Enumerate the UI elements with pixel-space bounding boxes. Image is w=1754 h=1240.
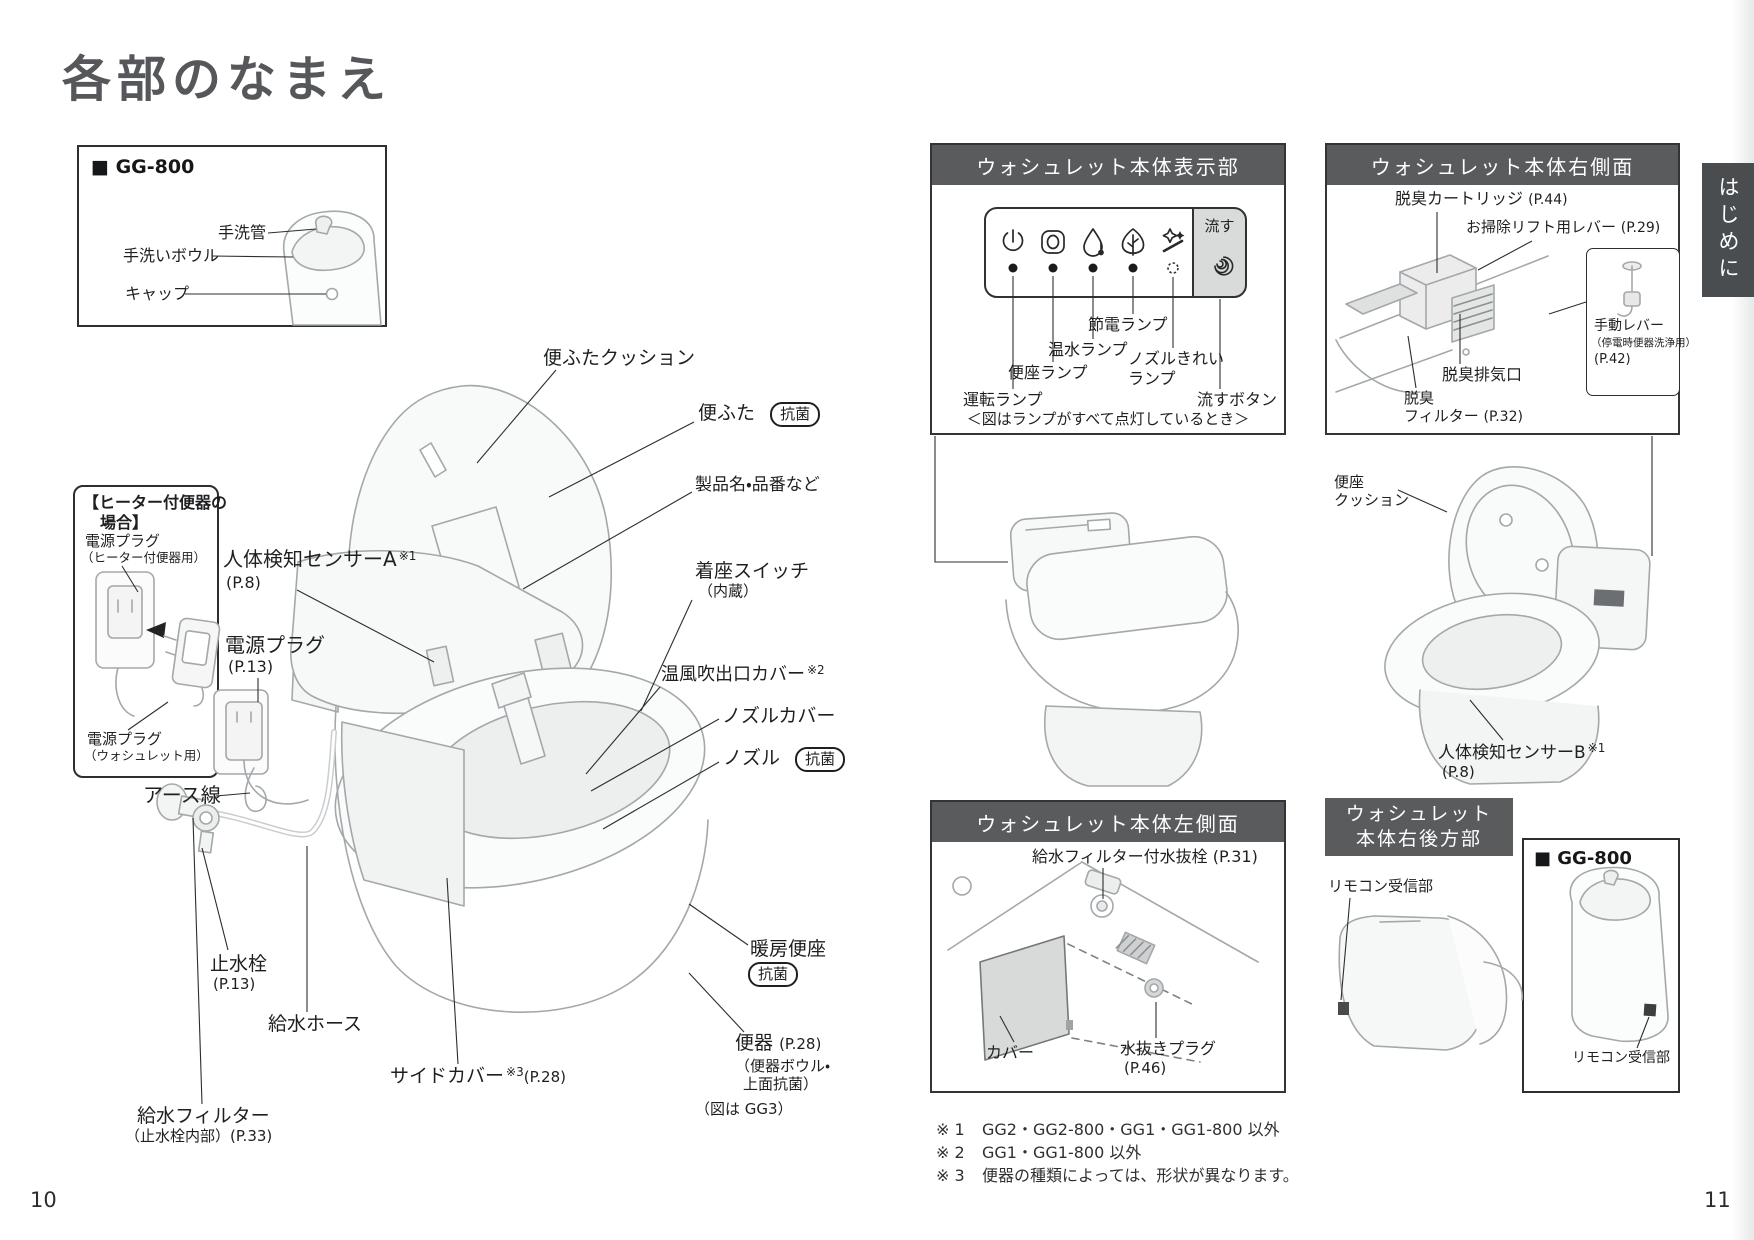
label-seat-switch-sub: （内蔵） — [698, 582, 759, 600]
label-deodorizing-cartridge: 脱臭カートリッジ (P.44) — [1395, 189, 1568, 208]
label-warm-air-cover: 温風吹出口カバー※2 — [661, 663, 825, 685]
label-drain-valve: 給水フィルター付水抜栓 (P.31) — [1032, 847, 1258, 866]
label-deodorizing-exhaust: 脱臭排気口 — [1442, 365, 1523, 384]
washlet-front-illustration — [1005, 512, 1239, 787]
label-warm-water-lamp: 温水ランプ — [1048, 340, 1128, 359]
label-deodorizing-filter-1: 脱臭 — [1404, 389, 1435, 407]
label-earth-wire: アース線 — [143, 783, 221, 807]
label-washlet-plug: 電源プラグ — [87, 730, 163, 748]
rear-section-title: ウォシュレット 本体右後方部 — [1325, 798, 1513, 856]
label-drain-plug-page: (P.46) — [1124, 1059, 1167, 1077]
left-side-title: ウォシュレット本体左側面 — [932, 802, 1284, 842]
label-supply-hose: 給水ホース — [268, 1013, 363, 1035]
gg800-left-heading: ■ GG-800 — [91, 156, 195, 178]
label-remote-receiver-rear: リモコン受信部 — [1328, 877, 1434, 895]
label-power-plug-page: (P.13) — [228, 657, 274, 676]
footnotes: ※ 1 GG2・GG2-800・GG1・GG1-800 以外 ※ 2 GG1・G… — [936, 1118, 1299, 1187]
label-nozzle-clean-lamp-2: ランプ — [1128, 369, 1176, 388]
gg800-right-heading: ■ GG-800 — [1534, 848, 1632, 869]
label-flush-button: 流すボタン — [1197, 390, 1278, 409]
label-shutoff-valve-page: (P.13) — [213, 975, 256, 993]
label-product-name: 製品名・品番など — [695, 475, 820, 495]
page-number-right: 11 — [1704, 1188, 1731, 1212]
label-seat-lamp: 便座ランプ — [1008, 363, 1088, 382]
label-hand-wash-bowl: 手洗いボウル — [123, 246, 220, 265]
label-eco-lamp: 節電ランプ — [1088, 315, 1168, 334]
label-cap: キャップ — [125, 284, 190, 303]
label-drain-plug: 水抜きプラグ — [1120, 1039, 1217, 1058]
display-panel-title: ウォシュレット本体表示部 — [932, 145, 1284, 185]
label-heated-seat-badge: 抗菌 — [748, 962, 799, 987]
antibacterial-badge: 抗菌 — [748, 962, 799, 987]
label-cover: カバー — [986, 1043, 1035, 1062]
label-body-sensor-b: 人体検知センサーB※1 — [1438, 741, 1606, 763]
label-shutoff-valve: 止水栓 — [210, 953, 268, 975]
label-seat-cushion-1: 便座 — [1334, 473, 1365, 491]
footnote-row: ※ 3 便器の種類によっては、形状が異なります。 — [936, 1166, 1299, 1185]
label-manual-lever-sub: （停電時便器洗浄用） — [1591, 337, 1696, 349]
side-tab-introduction: はじめに — [1702, 163, 1754, 297]
label-lid-cushion: 便ふたクッション — [543, 347, 696, 369]
label-supply-filter: 給水フィルター — [137, 1105, 270, 1127]
label-drive-lamp: 運転ランプ — [963, 390, 1043, 409]
heater-box-title-2: 場合】 — [100, 513, 149, 532]
left-side-section: ウォシュレット本体左側面 — [930, 800, 1286, 1093]
footnote-row: ※ 1 GG2・GG2-800・GG1・GG1-800 以外 — [936, 1120, 1280, 1139]
label-toilet-sub2: 上面抗菌） — [743, 1075, 819, 1093]
label-nozzle-cover: ノズルカバー — [722, 705, 836, 727]
label-cleaning-lift-lever: お掃除リフト用レバー (P.29) — [1466, 218, 1661, 236]
label-nozzle: ノズル 抗菌 — [723, 747, 846, 772]
label-body-sensor-a: 人体検知センサーA※1 — [223, 547, 417, 571]
heater-box-title-1: 【ヒーター付便器の — [83, 493, 228, 512]
label-lid: 便ふた 抗菌 — [698, 402, 821, 427]
manual-lever-box — [1586, 248, 1680, 396]
flush-button-text: 流す — [1204, 217, 1235, 235]
antibacterial-badge: 抗菌 — [770, 402, 821, 427]
main-toilet-illustration — [156, 384, 709, 1013]
label-nozzle-clean-lamp-1: ノズルきれい — [1128, 349, 1225, 368]
right-side-title: ウォシュレット本体右側面 — [1327, 145, 1678, 185]
page-title: 各部のなまえ — [62, 51, 393, 108]
display-panel-caption: ＜図はランプがすべて点灯しているとき＞ — [966, 410, 1250, 428]
label-manual-lever-page: (P.42) — [1594, 352, 1631, 367]
page-edge-shading — [1732, 0, 1754, 1240]
label-seat-switch: 着座スイッチ — [695, 560, 810, 582]
label-manual-lever: 手動レバー — [1594, 318, 1664, 334]
label-heated-seat: 暖房便座 — [750, 938, 827, 960]
label-hand-wash-spout: 手洗管 — [218, 223, 267, 242]
rear-view-illustration — [1338, 915, 1523, 1051]
label-seat-cushion-2: クッション — [1334, 491, 1410, 509]
label-heater-plug: 電源プラグ — [85, 532, 161, 550]
footnote-row: ※ 2 GG1・GG1-800 以外 — [936, 1143, 1142, 1162]
label-side-cover: サイドカバー※3(P.28) — [390, 1065, 566, 1087]
label-washlet-plug-sub: （ウォシュレット用） — [84, 748, 209, 763]
label-body-sensor-a-page: (P.8) — [226, 573, 261, 592]
label-toilet: 便器 (P.28) — [735, 1032, 822, 1054]
label-heater-plug-sub: （ヒーター付便器用） — [81, 550, 207, 565]
label-supply-filter-sub: （止水栓内部）(P.33) — [125, 1127, 273, 1145]
page-number-left: 10 — [30, 1188, 57, 1212]
label-body-sensor-b-page: (P.8) — [1442, 763, 1475, 781]
antibacterial-badge: 抗菌 — [795, 747, 846, 772]
label-deodorizing-filter-2: フィルター (P.32) — [1404, 407, 1523, 425]
label-toilet-sub1: （便器ボウル・ — [735, 1057, 831, 1075]
label-power-plug: 電源プラグ — [225, 633, 325, 657]
washlet-open-lid-illustration — [1384, 466, 1651, 785]
label-remote-receiver-gg800: リモコン受信部 — [1572, 1050, 1670, 1066]
figure-note: （図は GG3） — [695, 1100, 793, 1118]
